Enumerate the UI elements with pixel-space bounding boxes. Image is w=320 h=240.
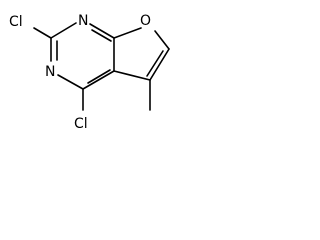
bond-n1-c7a-double [91,29,112,42]
bond-o7-c6 [154,30,170,50]
atom-label-group: Cl N N O Cl [9,13,151,132]
bond-c6-c5-double [146,50,164,77]
bond-group [33,22,170,111]
bond-c4-c4a [82,70,115,90]
atom-o-7: O [140,13,151,29]
bond-c6-c5 [149,48,170,81]
atom-cl-4: Cl [74,116,88,132]
chemical-structure: Cl N N O Cl [9,13,170,132]
bond-n3-c4 [57,74,84,90]
bond-c2-cl [33,27,52,39]
atom-n-3: N [45,64,55,80]
bond-n1-c7a [89,23,115,39]
atom-n-1: N [78,13,88,29]
atom-cl-2: Cl [9,14,23,30]
bond-c5-c4a [113,70,151,81]
bond-c7a-o7 [113,27,142,39]
bond-c4-c4a-double [87,69,111,84]
bond-c2-n1 [50,22,77,39]
